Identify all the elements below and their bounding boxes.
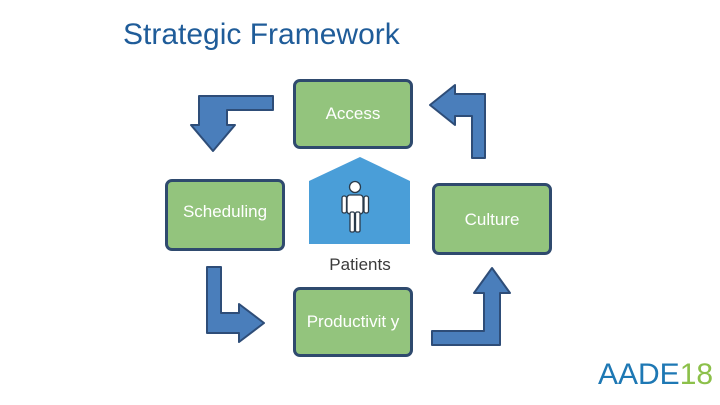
center-label: Patients bbox=[329, 255, 391, 274]
node-culture-label: Culture bbox=[464, 210, 520, 229]
arrow-bottom-left-icon bbox=[206, 266, 265, 343]
arrow-bottom-right-icon bbox=[431, 267, 511, 346]
arrow-top-right-icon bbox=[429, 84, 486, 159]
person-icon bbox=[341, 180, 370, 233]
logo-name: AADE bbox=[598, 358, 680, 391]
node-access: Access bbox=[293, 79, 413, 149]
node-culture: Culture bbox=[432, 183, 552, 255]
brand-logo: AADE18 bbox=[598, 358, 713, 392]
page-title: Strategic Framework bbox=[123, 18, 400, 51]
node-productivity: Productivit y bbox=[293, 287, 413, 357]
node-access-label: Access bbox=[325, 104, 381, 123]
node-productivity-label: Productivit y bbox=[306, 312, 400, 331]
node-scheduling-label: Scheduling bbox=[182, 202, 268, 221]
node-scheduling: Scheduling bbox=[165, 179, 285, 251]
arrow-top-left-icon bbox=[190, 95, 274, 152]
logo-year: 18 bbox=[679, 358, 714, 391]
patients-house-icon bbox=[309, 157, 410, 244]
